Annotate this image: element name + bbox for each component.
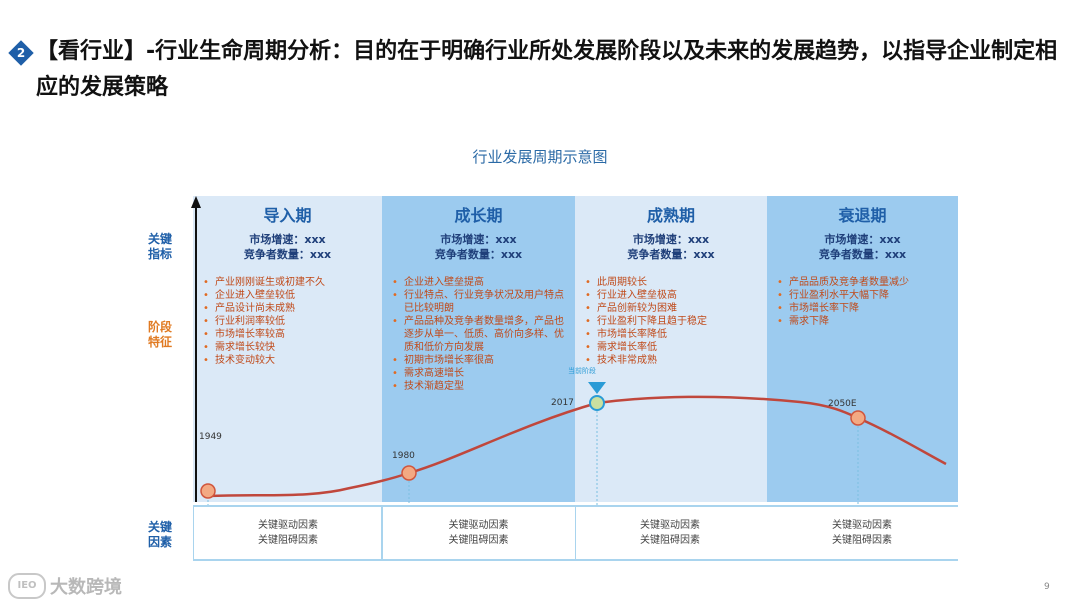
feature-item: 产品创新较为困难 (585, 302, 763, 315)
year-label-2017: 2017 (551, 398, 574, 408)
feature-item: 需求增长率低 (585, 341, 763, 354)
diagram-title: 行业发展周期示意图 (472, 148, 608, 166)
current-stage-label: 当前阶段 (568, 366, 596, 375)
stage-features: 企业进入壁垒提高行业特点、行业竞争状况及用户特点已比较明朗产品品种及竞争者数量增… (392, 276, 571, 393)
stage-name: 衰退期 (838, 206, 887, 225)
feature-item: 需求高速增长 (392, 367, 571, 380)
stage-metrics: 市场增速：xxx 竞争者数量：xxx (382, 232, 575, 262)
feature-item: 需求下降 (777, 315, 954, 328)
feature-item: 产品品质及竞争者数量减少 (777, 276, 954, 289)
milestone-1980 (401, 465, 417, 481)
milestone-2017-current (589, 395, 605, 411)
feature-item: 产业刚刚诞生或初建不久 (203, 276, 378, 289)
driver-factor: 关键驱动因素 (832, 520, 892, 531)
stage-features: 产品品质及竞争者数量减少行业盈利水平大幅下降市场增长率下降需求下降 (777, 276, 954, 328)
driver-factor: 关键驱动因素 (640, 520, 700, 531)
feature-item: 产品设计尚未成熟 (203, 302, 378, 315)
driver-factor: 关键驱动因素 (258, 520, 318, 531)
lifecycle-curve (207, 395, 947, 498)
year-label-1949: 1949 (199, 432, 222, 442)
stage-name: 导入期 (263, 206, 312, 225)
logo-text: 大数跨境 (50, 577, 122, 598)
feature-item: 技术非常成熟 (585, 354, 763, 367)
feature-item: 初期市场增长率很高 (392, 354, 571, 367)
feature-item: 此周期较长 (585, 276, 763, 289)
competitor-count: 竞争者数量：xxx (434, 248, 523, 261)
current-stage-marker-icon (588, 382, 606, 394)
feature-item: 市场增长率较高 (203, 328, 378, 341)
market-growth: 市场增速：xxx (632, 233, 710, 246)
factor-cell-introduction: 关键驱动因素 关键阻碍因素 (193, 507, 383, 559)
label-key-factors: 关键 因素 (147, 520, 172, 549)
feature-item: 企业进入壁垒较低 (203, 289, 378, 302)
feature-item: 市场增长率下降 (777, 302, 954, 315)
year-label-2050: 2050E (828, 399, 857, 409)
stage-column-introduction: 导入期 市场增速：xxx 竞争者数量：xxx 产业刚刚诞生或初建不久企业进入壁垒… (193, 196, 382, 502)
year-label-1980: 1980 (392, 451, 415, 461)
barrier-factor: 关键阻碍因素 (832, 535, 892, 546)
feature-item: 行业利润率较低 (203, 315, 378, 328)
barrier-factor: 关键阻碍因素 (258, 535, 318, 546)
driver-factor: 关键驱动因素 (448, 520, 509, 531)
stage-metrics: 市场增速：xxx 竞争者数量：xxx (767, 232, 958, 262)
milestone-1949 (200, 483, 216, 499)
competitor-count: 竞争者数量：xxx (627, 248, 715, 261)
feature-item: 技术变动较大 (203, 354, 378, 367)
competitor-count: 竞争者数量：xxx (818, 248, 907, 261)
brand-logo: IEO 大数跨境 (8, 573, 122, 599)
feature-item: 技术渐趋定型 (392, 380, 571, 393)
feature-item: 产品品种及竞争者数量增多，产品也逐步从单一、低质、高价向多样、优质和低价方向发展 (392, 315, 571, 354)
stage-metrics: 市场增速：xxx 竞争者数量：xxx (575, 232, 767, 262)
stage-column-maturity: 成熟期 市场增速：xxx 竞争者数量：xxx 此周期较长行业进入壁垒极高产品创新… (575, 196, 767, 502)
feature-item: 行业盈利下降且趋于稳定 (585, 315, 763, 328)
factor-cell-maturity: 关键驱动因素 关键阻碍因素 (574, 507, 766, 559)
stage-column-decline: 衰退期 市场增速：xxx 竞争者数量：xxx 产品品质及竞争者数量减少行业盈利水… (767, 196, 958, 502)
competitor-count: 竞争者数量：xxx (243, 248, 332, 261)
feature-item: 行业盈利水平大幅下降 (777, 289, 954, 302)
label-key-indicators: 关键 指标 (147, 232, 172, 261)
stage-name: 成熟期 (646, 206, 695, 225)
stage-metrics: 市场增速：xxx 竞争者数量：xxx (193, 232, 382, 262)
feature-item: 行业进入壁垒极高 (585, 289, 763, 302)
feature-item: 行业特点、行业竞争状况及用户特点已比较明朗 (392, 289, 571, 315)
key-factors-row: 关键驱动因素 关键阻碍因素 关键驱动因素 关键阻碍因素 关键驱动因素 关键阻碍因… (193, 505, 958, 561)
feature-item: 需求增长较快 (203, 341, 378, 354)
stage-column-growth: 成长期 市场增速：xxx 竞争者数量：xxx 企业进入壁垒提高行业特点、行业竞争… (382, 196, 575, 502)
page-number: 9 (1044, 582, 1050, 592)
feature-item: 企业进入壁垒提高 (392, 276, 571, 289)
stage-features: 产业刚刚诞生或初建不久企业进入壁垒较低产品设计尚未成熟行业利润率较低市场增长率较… (203, 276, 378, 367)
factor-cell-decline: 关键驱动因素 关键阻碍因素 (766, 507, 958, 559)
market-growth: 市场增速：xxx (440, 233, 517, 246)
milestone-2050 (850, 410, 866, 426)
market-growth: 市场增速：xxx (249, 233, 326, 246)
label-stage-features: 阶段 特征 (147, 320, 172, 349)
y-axis-arrow (191, 196, 201, 208)
barrier-factor: 关键阻碍因素 (640, 535, 700, 546)
page-title: 【看行业】-行业生命周期分析：目的在于明确行业所处发展阶段以及未来的发展趋势，以… (36, 39, 1058, 100)
stage-features: 此周期较长行业进入壁垒极高产品创新较为困难行业盈利下降且趋于稳定市场增长率降低需… (585, 276, 763, 367)
market-growth: 市场增速：xxx (824, 233, 901, 246)
logo-mark-icon: IEO (8, 573, 46, 599)
barrier-factor: 关键阻碍因素 (448, 535, 509, 546)
feature-item: 市场增长率降低 (585, 328, 763, 341)
stage-name: 成长期 (454, 206, 503, 225)
factor-cell-growth: 关键驱动因素 关键阻碍因素 (381, 507, 576, 559)
